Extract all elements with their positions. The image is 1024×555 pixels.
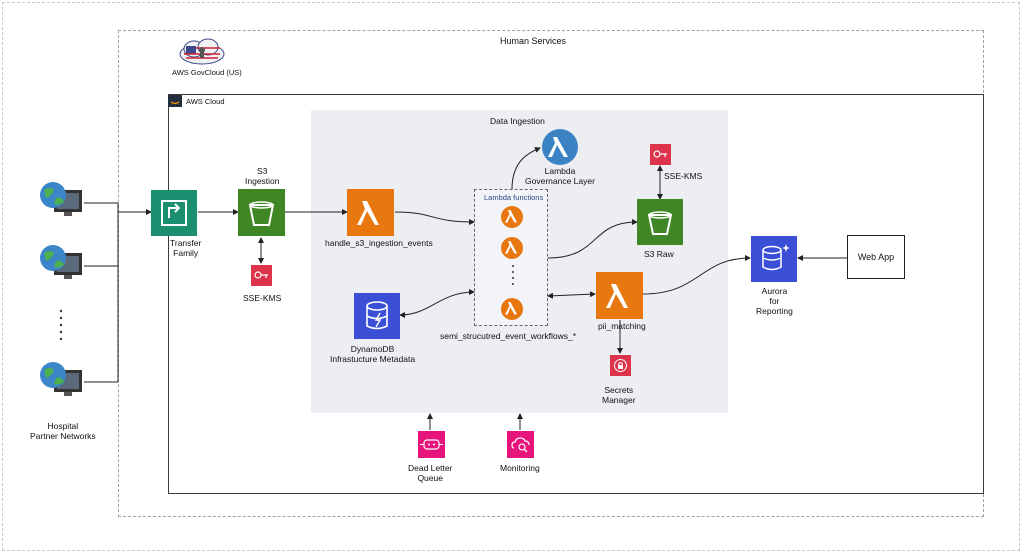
hospital-network-icon <box>38 180 84 227</box>
aws-logo-icon <box>168 94 182 112</box>
ellipsis-icon <box>58 308 64 345</box>
lambda-functions-label: Lambda functions <box>484 193 544 202</box>
s3-ingestion-label: S3 Ingestion <box>245 166 280 186</box>
dynamodb-label: DynamoDB Infrastucture Metadata <box>330 344 416 364</box>
cloudwatch-icon <box>507 431 534 463</box>
handle-lambda-label: handle_s3_ingestion_events <box>325 238 433 248</box>
aws-cloud-group <box>168 94 984 494</box>
secrets-manager-label: Secrets Manager <box>602 385 636 405</box>
secrets-manager-icon <box>610 355 631 381</box>
s3-bucket-icon <box>238 189 285 241</box>
hospital-label: Hospital Partner Networks <box>30 421 96 441</box>
dlq-label: Dead Letter Queue <box>408 463 453 483</box>
governance-label: Lambda Governance Layer <box>525 166 595 186</box>
kms-key-icon <box>251 265 272 291</box>
govcloud-label: AWS GovCloud (US) <box>172 68 242 77</box>
ellipsis-icon <box>510 264 516 291</box>
hospital-network-icon <box>38 360 84 407</box>
govcloud-icon <box>174 38 230 71</box>
transfer-family-label: Transfer Family <box>170 238 202 258</box>
web-app-label: Web App <box>857 252 895 262</box>
aurora-label: Aurora for Reporting <box>756 286 793 316</box>
s3-bucket-icon <box>637 199 683 250</box>
lambda-circle-icon <box>500 297 524 326</box>
semi-structured-label: semi_strucutred_event_workflows_* <box>440 331 577 341</box>
transfer-family-icon <box>151 190 197 241</box>
s3-raw-label: S3 Raw <box>644 249 674 259</box>
aws-cloud-label: AWS Cloud <box>186 97 225 106</box>
hospital-network-icon <box>38 243 84 290</box>
lambda-circle-icon <box>500 205 524 234</box>
kms-key-icon <box>650 144 671 170</box>
lambda-circle-icon <box>541 128 579 171</box>
lambda-circle-icon <box>500 236 524 265</box>
pii-matching-label: pii_matching <box>598 321 646 331</box>
data-ingestion-label: Data Ingestion <box>490 116 545 126</box>
sse-kms-label: SSE-KMS <box>664 171 703 181</box>
sqs-queue-icon <box>418 431 445 463</box>
lambda-icon <box>347 189 394 241</box>
web-app-box <box>847 235 905 279</box>
lambda-icon <box>596 272 643 324</box>
aurora-icon <box>751 236 797 287</box>
dynamodb-icon <box>354 293 400 344</box>
monitoring-label: Monitoring <box>500 463 540 473</box>
sse-kms-label: SSE-KMS <box>243 293 282 303</box>
human-services-label: Human Services <box>500 36 567 46</box>
